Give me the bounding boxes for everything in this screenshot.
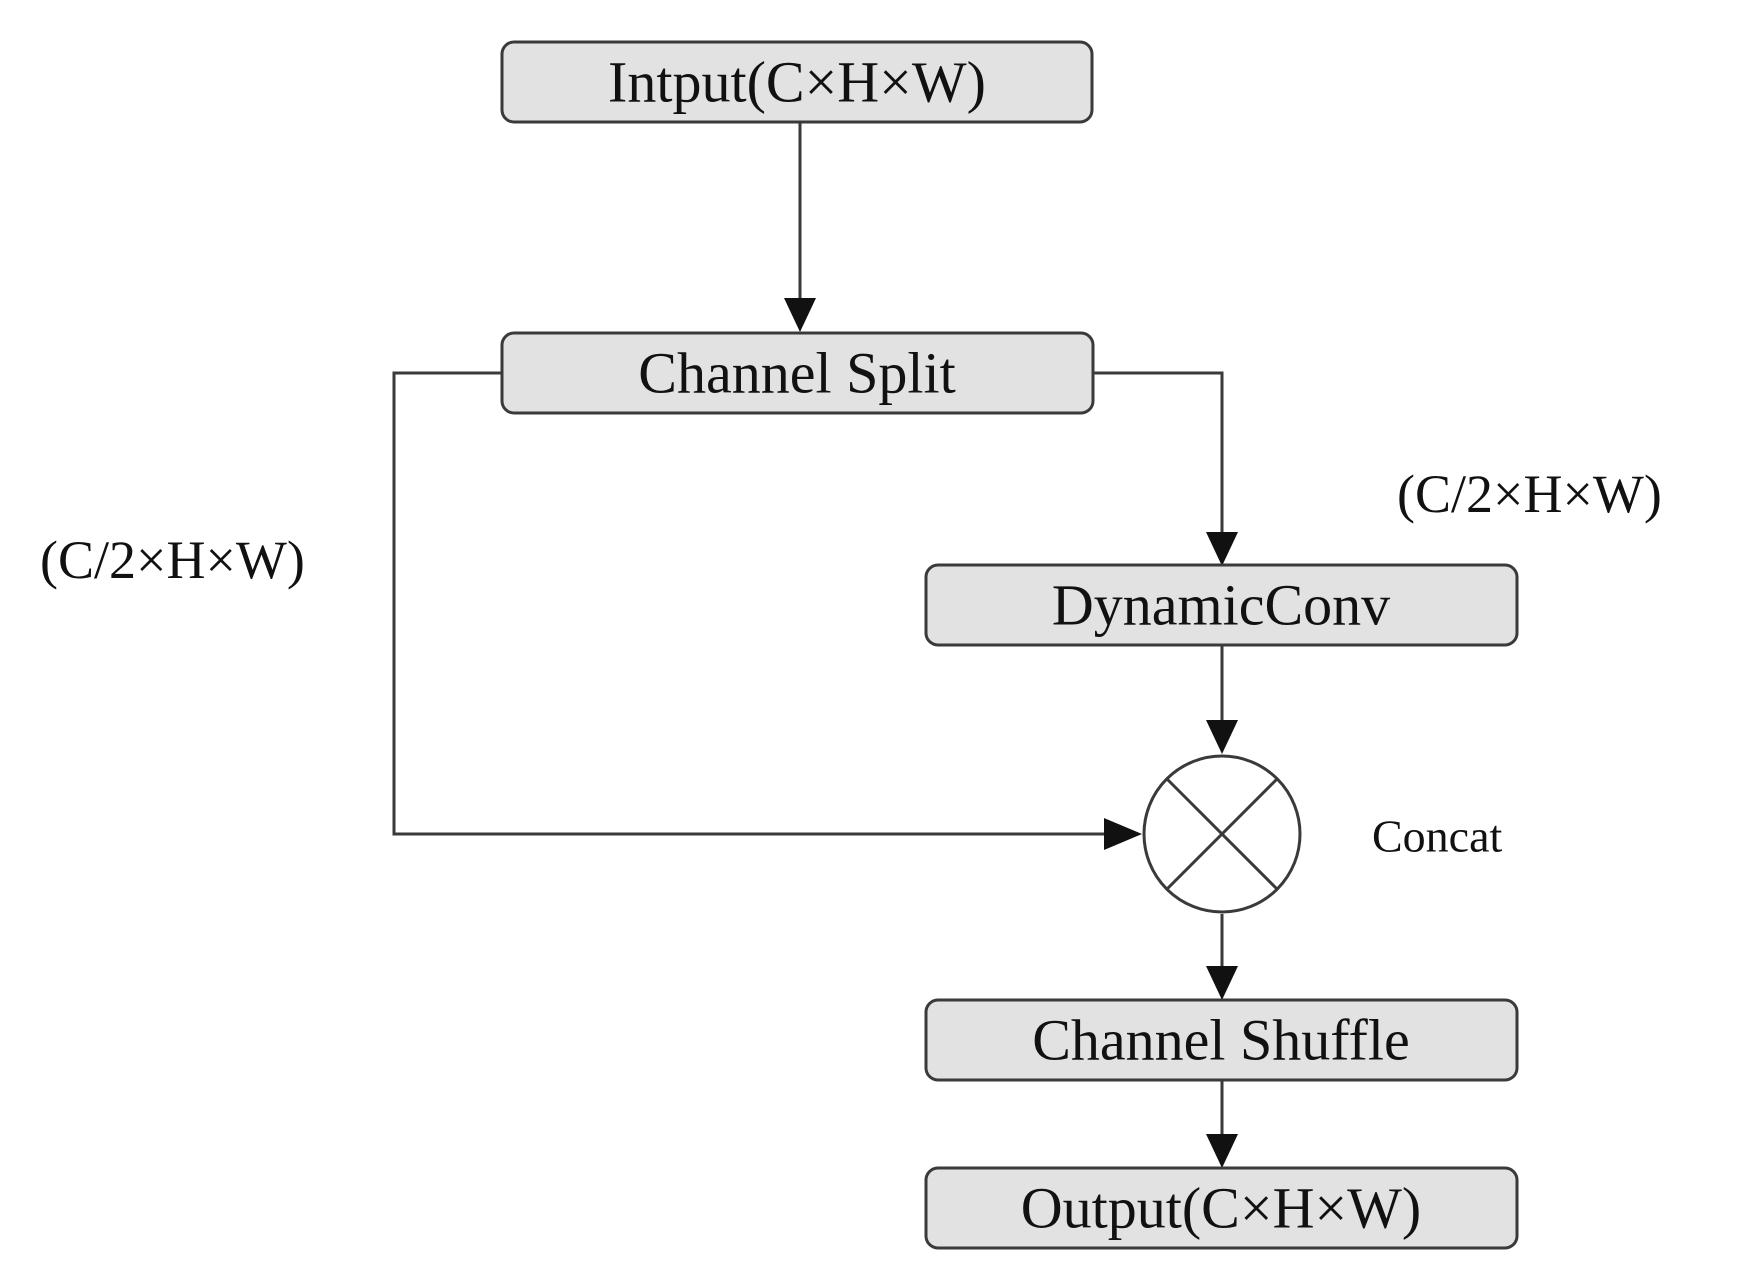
arrowhead-shuffle-to-output (1206, 1134, 1238, 1168)
concat-operator (1142, 754, 1302, 914)
right-branch-shape-label: (C/2×H×W) (1397, 464, 1662, 524)
output-node: Output(C×H×W) (924, 1166, 1519, 1250)
edge-split-to-dynamicconv (1093, 371, 1224, 535)
arrowhead-dynamicconv-to-concat (1206, 720, 1238, 754)
channel-shuffle-node: Channel Shuffle (924, 998, 1519, 1082)
concat-cross-line-b (1165, 777, 1279, 891)
concat-label: Concat (1372, 811, 1503, 862)
arrowhead-concat-to-shuffle (1206, 966, 1238, 1000)
arrowhead-input-to-split (784, 298, 816, 332)
dynamic-conv-node-label: DynamicConv (1052, 573, 1390, 638)
dynamic-conv-node: DynamicConv (924, 563, 1519, 647)
left-branch-shape-label: (C/2×H×W) (40, 530, 305, 590)
output-node-label: Output(C×H×W) (1021, 1176, 1421, 1241)
edges (392, 122, 1238, 1168)
channel-shuffle-node-label: Channel Shuffle (1032, 1008, 1409, 1073)
edge-split-to-concat (392, 371, 1108, 836)
input-node-label: Intput(C×H×W) (608, 50, 986, 115)
input-node: Intput(C×H×W) (500, 40, 1094, 124)
channel-split-node: Channel Split (500, 331, 1095, 415)
arrowhead-split-to-dynamicconv (1206, 532, 1238, 566)
arrowhead-split-to-concat (1104, 818, 1142, 850)
channel-split-node-label: Channel Split (638, 341, 955, 406)
